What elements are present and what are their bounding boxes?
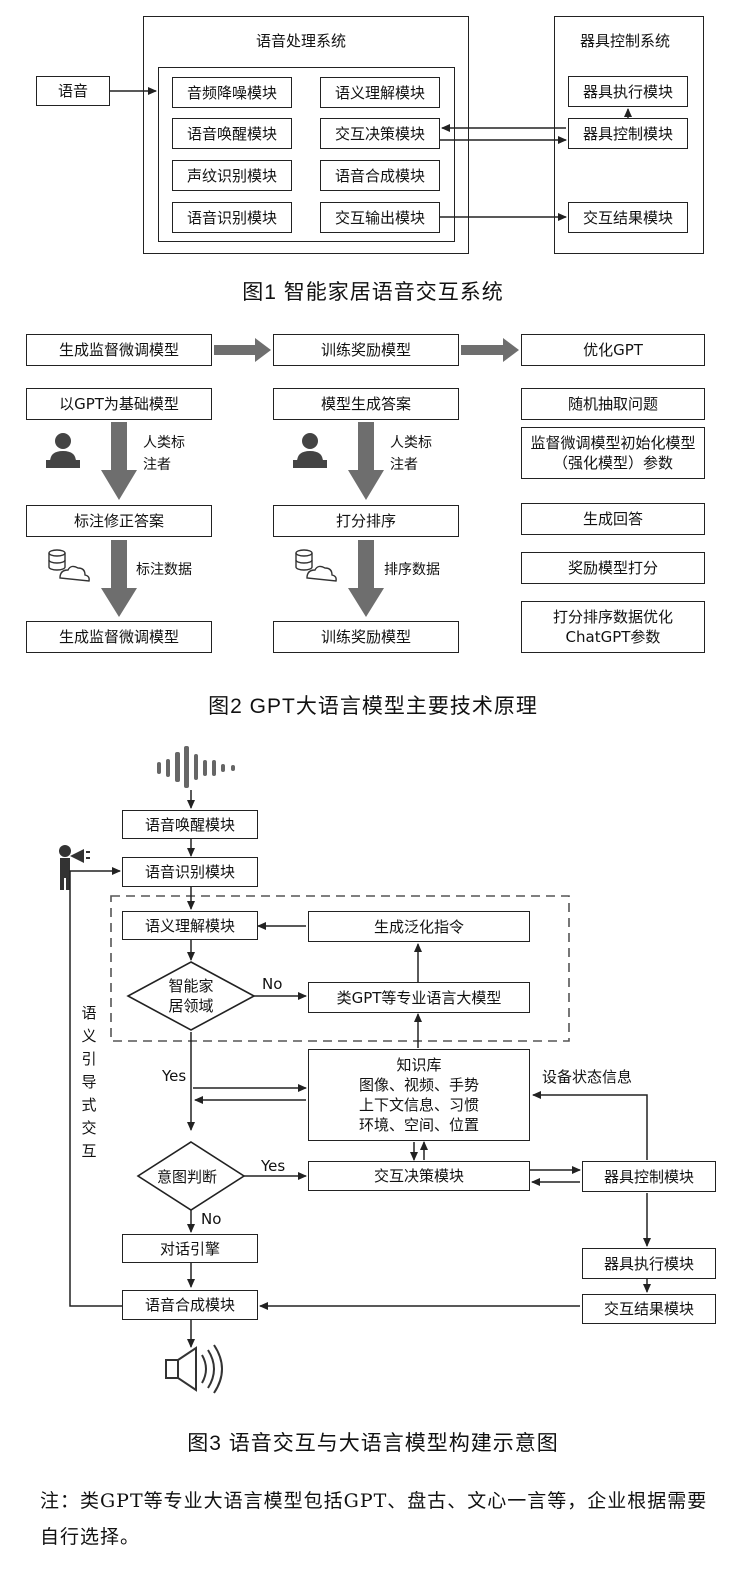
col3-random-question: 随机抽取问题 — [521, 388, 705, 420]
semantic-guide-label: 语义引导式交互 — [81, 1004, 97, 1160]
megaphone-person-icon — [59, 845, 90, 890]
down-arrow-c2a — [348, 422, 384, 500]
module-speech-synthesis: 语音合成模块 — [320, 160, 440, 191]
label-data-label: 标注数据 — [136, 562, 192, 578]
module-semantic-understanding: 语义理解模块 — [320, 77, 440, 108]
database-cloud-icon — [295, 549, 337, 582]
rank-data-label: 排序数据 — [384, 562, 440, 578]
voice-system-title: 语音处理系统 — [256, 32, 347, 50]
module-voiceprint: 声纹识别模块 — [172, 160, 292, 191]
intent-diamond-label: 意图判断 — [157, 1168, 218, 1186]
fig3-caption: 图3 语音交互与大语言模型构建示意图 — [187, 1432, 559, 1455]
asr-module: 语音识别模块 — [122, 857, 258, 887]
col1-base-model: 以GPT为基础模型 — [26, 388, 212, 420]
stage-arrow-2 — [461, 338, 519, 362]
person-icon — [46, 433, 80, 468]
stage-sft: 生成监督微调模型 — [26, 334, 212, 366]
annotator-label-2: 人类标注者 — [390, 435, 432, 473]
col3-optimize-chatgpt: 打分排序数据优化ChatGPT参数 — [521, 601, 705, 653]
dialog-engine: 对话引擎 — [122, 1234, 258, 1263]
stage-optimize: 优化GPT — [521, 334, 705, 366]
module-interaction-output: 交互输出模块 — [320, 202, 440, 233]
col2-generate-answer: 模型生成答案 — [273, 388, 459, 420]
device-control-module: 器具控制模块 — [568, 118, 688, 149]
col3-generate-reply: 生成回答 — [521, 503, 705, 535]
tts-module: 语音合成模块 — [122, 1290, 258, 1320]
decision-module: 交互决策模块 — [308, 1161, 530, 1191]
module-voice-wake: 语音唤醒模块 — [172, 118, 292, 149]
sound-wave-icon — [157, 746, 235, 788]
wake-module: 语音唤醒模块 — [122, 810, 258, 839]
domain-diamond-label: 智能家居领域 — [168, 977, 214, 1015]
speaker-icon — [165, 1344, 223, 1394]
module-interaction-decision: 交互决策模块 — [320, 118, 440, 149]
fig1-caption: 图1 智能家居语音交互系统 — [242, 281, 504, 304]
kb-title: 知识库 — [396, 1056, 442, 1074]
col1-sft-model: 生成监督微调模型 — [26, 621, 212, 653]
kb-line: 环境、空间、位置 — [358, 1116, 479, 1134]
device-control: 器具控制模块 — [582, 1161, 716, 1192]
kb-line: 图像、视频、手势 — [358, 1076, 479, 1094]
col1-correct-answer: 标注修正答案 — [26, 505, 212, 537]
interaction-result-module: 交互结果模块 — [568, 202, 688, 233]
domain-diamond — [126, 961, 256, 1031]
footnote: 注：类GPT等专业大语言模型包括GPT、盘古、文心一言等，企业根据需要自行选择。 — [40, 1490, 708, 1548]
voice-system-inner-frame — [158, 67, 455, 242]
col2-rank: 打分排序 — [273, 505, 459, 537]
interaction-result: 交互结果模块 — [582, 1294, 716, 1324]
stage-reward: 训练奖励模型 — [273, 334, 459, 366]
nlu-module: 语义理解模块 — [122, 911, 258, 940]
col3-reward-score: 奖励模型打分 — [521, 552, 705, 584]
device-system-frame — [554, 16, 704, 254]
device-system-title: 器具控制系统 — [580, 32, 671, 50]
intent-diamond — [136, 1141, 246, 1211]
fig2-caption: 图2 GPT大语言模型主要技术原理 — [208, 695, 538, 718]
generalize-instruction: 生成泛化指令 — [308, 911, 530, 942]
device-exec-module: 器具执行模块 — [568, 76, 688, 107]
col2-reward-model: 训练奖励模型 — [273, 621, 459, 653]
module-speech-recognition: 语音识别模块 — [172, 202, 292, 233]
down-arrow-c1b — [101, 540, 137, 617]
device-exec: 器具执行模块 — [582, 1248, 716, 1279]
device-state-label: 设备状态信息 — [542, 1068, 633, 1086]
kb-line: 上下文信息、习惯 — [358, 1096, 479, 1114]
annotator-label-1: 人类标注者 — [143, 435, 185, 473]
module-noise-reduction: 音频降噪模块 — [172, 77, 292, 108]
yes-label-intent: Yes — [261, 1157, 286, 1175]
stage-arrow-1 — [214, 338, 271, 362]
no-label-domain: No — [262, 975, 283, 993]
no-label-intent: No — [201, 1210, 222, 1228]
voice-system-frame — [143, 16, 469, 254]
down-arrow-c2b — [348, 540, 384, 617]
knowledge-base: 知识库 图像、视频、手势 上下文信息、习惯 环境、空间、位置 — [308, 1049, 530, 1141]
llm-box: 类GPT等专业语言大模型 — [308, 982, 530, 1013]
fig3-graphics — [59, 746, 651, 1394]
down-arrow-c1a — [101, 422, 137, 500]
voice-input-box: 语音 — [36, 76, 110, 106]
yes-label-domain: Yes — [162, 1067, 187, 1085]
fig1-connectors — [110, 87, 632, 221]
fig2-graphics — [46, 338, 519, 617]
col3-init-params: 监督微调模型初始化模型（强化模型）参数 — [521, 427, 705, 479]
person-icon — [293, 433, 327, 468]
database-cloud-icon — [48, 549, 90, 582]
